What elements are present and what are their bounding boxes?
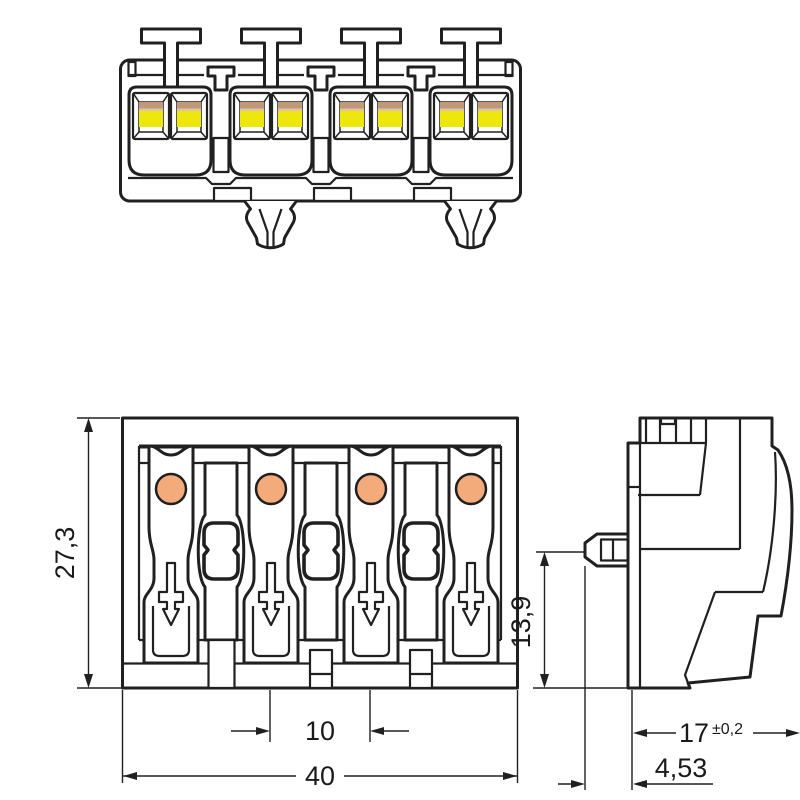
dim-height-label: 27,3 <box>50 527 80 580</box>
dimension-foot-offset: 4,53 <box>558 566 713 790</box>
bottom-post-2 <box>308 648 334 690</box>
side-view <box>583 416 794 690</box>
snap-foot-side <box>583 532 630 568</box>
dim-depth-label: 17 <box>679 718 709 748</box>
separator-finger-1 <box>196 461 246 642</box>
pole-pocket-3 <box>330 87 412 175</box>
pole-pocket-1 <box>129 87 211 175</box>
dim-foot-offset-label: 4,53 <box>655 753 708 783</box>
separator-slot-2 <box>312 136 330 174</box>
dim-pitch-label: 10 <box>305 716 335 746</box>
dimension-foot-height: 13,9 <box>506 551 628 689</box>
dim-foot-height-label: 13,9 <box>506 596 536 649</box>
separator-slot-3 <box>412 136 430 174</box>
dimension-width: 40 <box>121 690 519 791</box>
wire-entry-hole-1 <box>154 472 188 506</box>
bottom-post-1 <box>207 638 236 690</box>
dimension-height: 27,3 <box>50 417 121 689</box>
bottom-step-2 <box>312 186 353 203</box>
wire-entry-hole-4 <box>454 472 488 506</box>
wire-entry-hole-3 <box>354 472 388 506</box>
pole-pocket-4 <box>430 87 512 175</box>
dim-width-label: 40 <box>305 761 335 791</box>
separator-finger-2 <box>296 461 346 642</box>
bottom-step-3 <box>412 186 453 203</box>
dimension-depth: 17 ±0,2 <box>631 690 800 790</box>
dim-depth-tolerance: ±0,2 <box>712 721 743 738</box>
separator-slot-1 <box>212 136 230 174</box>
side-silhouette <box>626 416 794 690</box>
bottom-step-1 <box>212 186 253 203</box>
separator-finger-3 <box>396 461 446 642</box>
pole-pocket-2 <box>230 87 312 175</box>
bottom-post-3 <box>408 648 434 690</box>
wire-entry-hole-2 <box>254 472 288 506</box>
top-view <box>119 27 522 250</box>
dimension-pitch: 10 <box>231 690 409 746</box>
front-view <box>121 416 519 690</box>
